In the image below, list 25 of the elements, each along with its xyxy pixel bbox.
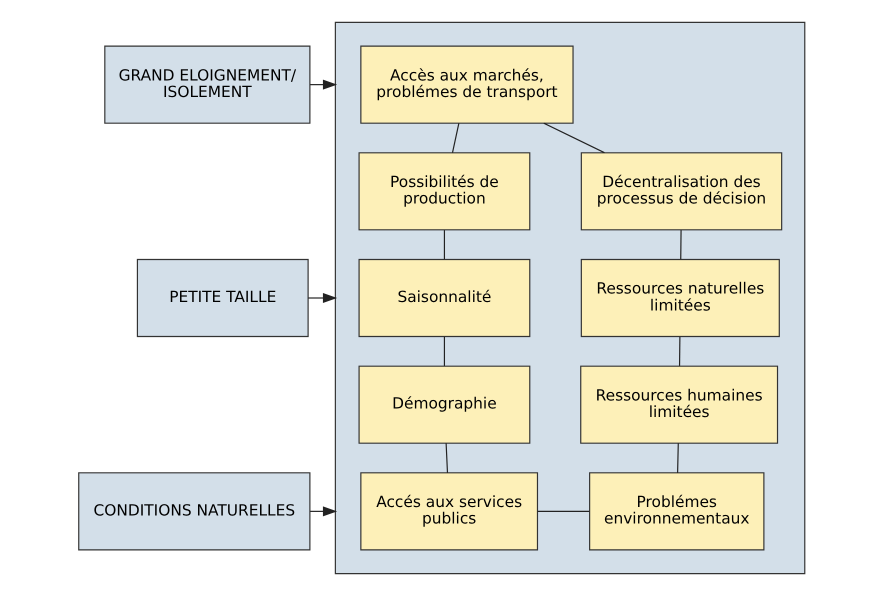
cluster [334, 22, 805, 574]
connector [537, 510, 589, 512]
connector [676, 444, 678, 473]
node-box: Saisonnalité [358, 258, 530, 338]
node-box: Démographie [358, 366, 530, 444]
connector [680, 230, 682, 260]
arrow [310, 506, 337, 516]
connector [443, 230, 445, 260]
node-box: Décentralisation des processus de décision [580, 152, 782, 230]
node-box: Ressources naturelles limitées [580, 258, 780, 338]
node-box: Problémes environnementaux [588, 472, 764, 550]
connector [678, 336, 680, 366]
connector [443, 336, 445, 366]
arrow [310, 80, 337, 90]
node-box: PETITE TAILLE [136, 258, 308, 338]
connector [445, 444, 448, 473]
node-box: Accés aux services publics [360, 472, 538, 550]
node-box: Accès aux marchés, problémes de transport [360, 46, 574, 124]
arrow [308, 293, 337, 303]
node-box: Possibilités de production [358, 152, 530, 230]
node-box: CONDITIONS NATURELLES [78, 472, 310, 550]
connector [451, 123, 459, 153]
node-box: Ressources humaines limitées [580, 366, 778, 444]
node-box: GRAND ELOIGNEMENT/ ISOLEMENT [104, 46, 310, 124]
connector [543, 122, 604, 154]
